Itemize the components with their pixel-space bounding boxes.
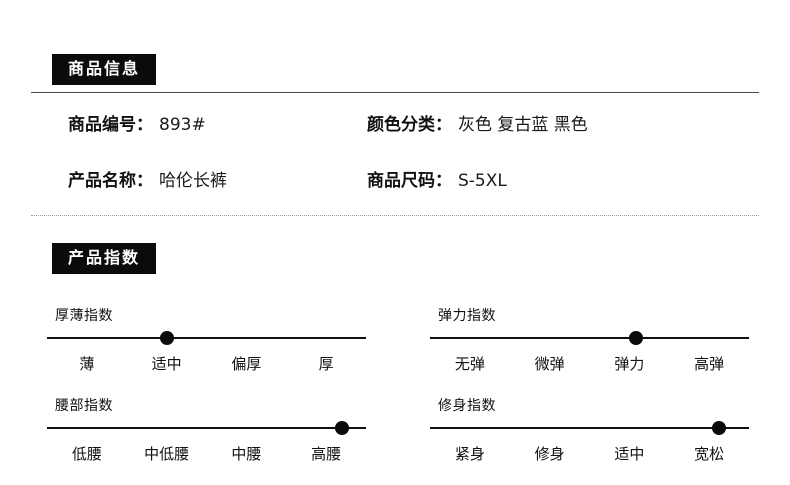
- index-slider-fit: 修身指数 紧身 修身 适中 宽松: [395, 395, 790, 485]
- index-slider-fit-track[interactable]: [430, 421, 749, 435]
- color-options-label: 颜色分类：: [367, 115, 452, 135]
- product-index-badge: 产品指数: [52, 243, 157, 275]
- scale-label: 修身: [534, 445, 565, 463]
- product-name-label: 产品名称：: [68, 171, 153, 191]
- scale-label: 中腰: [231, 445, 262, 463]
- index-slider-waist-title: 腰部指数: [55, 398, 113, 414]
- index-slider-elasticity: 弹力指数 无弹 微弹 弹力 高弹: [395, 305, 790, 395]
- index-slider-elasticity-marker[interactable]: [628, 331, 643, 345]
- scale-label: 薄: [79, 355, 95, 373]
- product-index-row: 腰部指数 低腰 中低腰 中腰 高腰 修身指数: [0, 395, 790, 485]
- product-info-field-size-range: 商品尺码： S-5XL: [355, 166, 790, 191]
- scale-label: 无弹: [454, 355, 485, 373]
- index-slider-thickness-track[interactable]: [47, 331, 366, 345]
- product-index-row: 厚薄指数 薄 适中 偏厚 厚 弹力指数: [0, 305, 790, 395]
- scale-label: 厚: [318, 355, 334, 373]
- index-slider-waist-scale: 低腰 中低腰 中腰 高腰: [47, 443, 366, 464]
- product-code-value: 893#: [159, 115, 206, 135]
- scale-label: 弹力: [614, 355, 645, 373]
- color-options-value: 灰色 复古蓝 黑色: [458, 115, 588, 135]
- scale-label: 微弹: [534, 355, 565, 373]
- index-slider-thickness: 厚薄指数 薄 适中 偏厚 厚: [0, 305, 395, 395]
- index-slider-thickness-marker[interactable]: [159, 331, 174, 345]
- track-line: [430, 427, 749, 429]
- product-info-field-product-code: 商品编号： 893#: [0, 110, 355, 135]
- section-divider-solid: [31, 92, 759, 93]
- product-info-badge: 商品信息: [52, 54, 157, 86]
- product-info-row: 产品名称： 哈伦长裤 商品尺码： S-5XL: [0, 166, 790, 222]
- scale-label: 宽松: [694, 445, 725, 463]
- size-range-value: S-5XL: [458, 171, 507, 191]
- product-index-section-header: 产品指数: [52, 243, 157, 275]
- section-divider-dotted: [31, 215, 759, 216]
- scale-label: 高腰: [311, 445, 342, 463]
- index-slider-waist-track[interactable]: [47, 421, 366, 435]
- track-line: [430, 337, 749, 339]
- track-line: [47, 427, 366, 429]
- scale-label: 偏厚: [231, 355, 262, 373]
- index-slider-fit-title: 修身指数: [438, 398, 496, 414]
- scale-label: 高弹: [694, 355, 725, 373]
- scale-label: 适中: [614, 445, 645, 463]
- product-info-section-header: 商品信息: [52, 54, 157, 86]
- size-range-label: 商品尺码：: [367, 171, 452, 191]
- index-slider-waist-marker[interactable]: [335, 421, 350, 435]
- index-slider-elasticity-track[interactable]: [430, 331, 749, 345]
- track-line: [47, 337, 366, 339]
- index-slider-thickness-title: 厚薄指数: [55, 308, 113, 324]
- product-code-label: 商品编号：: [68, 115, 153, 135]
- product-info-field-color-options: 颜色分类： 灰色 复古蓝 黑色: [355, 110, 790, 135]
- index-slider-waist: 腰部指数 低腰 中低腰 中腰 高腰: [0, 395, 395, 485]
- index-slider-elasticity-scale: 无弹 微弹 弹力 高弹: [430, 353, 749, 374]
- index-slider-fit-scale: 紧身 修身 适中 宽松: [430, 443, 749, 464]
- product-info-row: 商品编号： 893# 颜色分类： 灰色 复古蓝 黑色: [0, 110, 790, 166]
- product-info-field-product-name: 产品名称： 哈伦长裤: [0, 166, 355, 191]
- scale-label: 适中: [151, 355, 182, 373]
- product-index-grid: 厚薄指数 薄 适中 偏厚 厚 弹力指数: [0, 305, 790, 485]
- scale-label: 低腰: [71, 445, 102, 463]
- scale-label: 紧身: [454, 445, 485, 463]
- scale-label: 中低腰: [144, 445, 190, 463]
- index-slider-thickness-scale: 薄 适中 偏厚 厚: [47, 353, 366, 374]
- product-name-value: 哈伦长裤: [159, 171, 227, 191]
- product-info-grid: 商品编号： 893# 颜色分类： 灰色 复古蓝 黑色 产品名称： 哈伦长裤 商品…: [0, 110, 790, 222]
- index-slider-elasticity-title: 弹力指数: [438, 308, 496, 324]
- index-slider-fit-marker[interactable]: [711, 421, 726, 435]
